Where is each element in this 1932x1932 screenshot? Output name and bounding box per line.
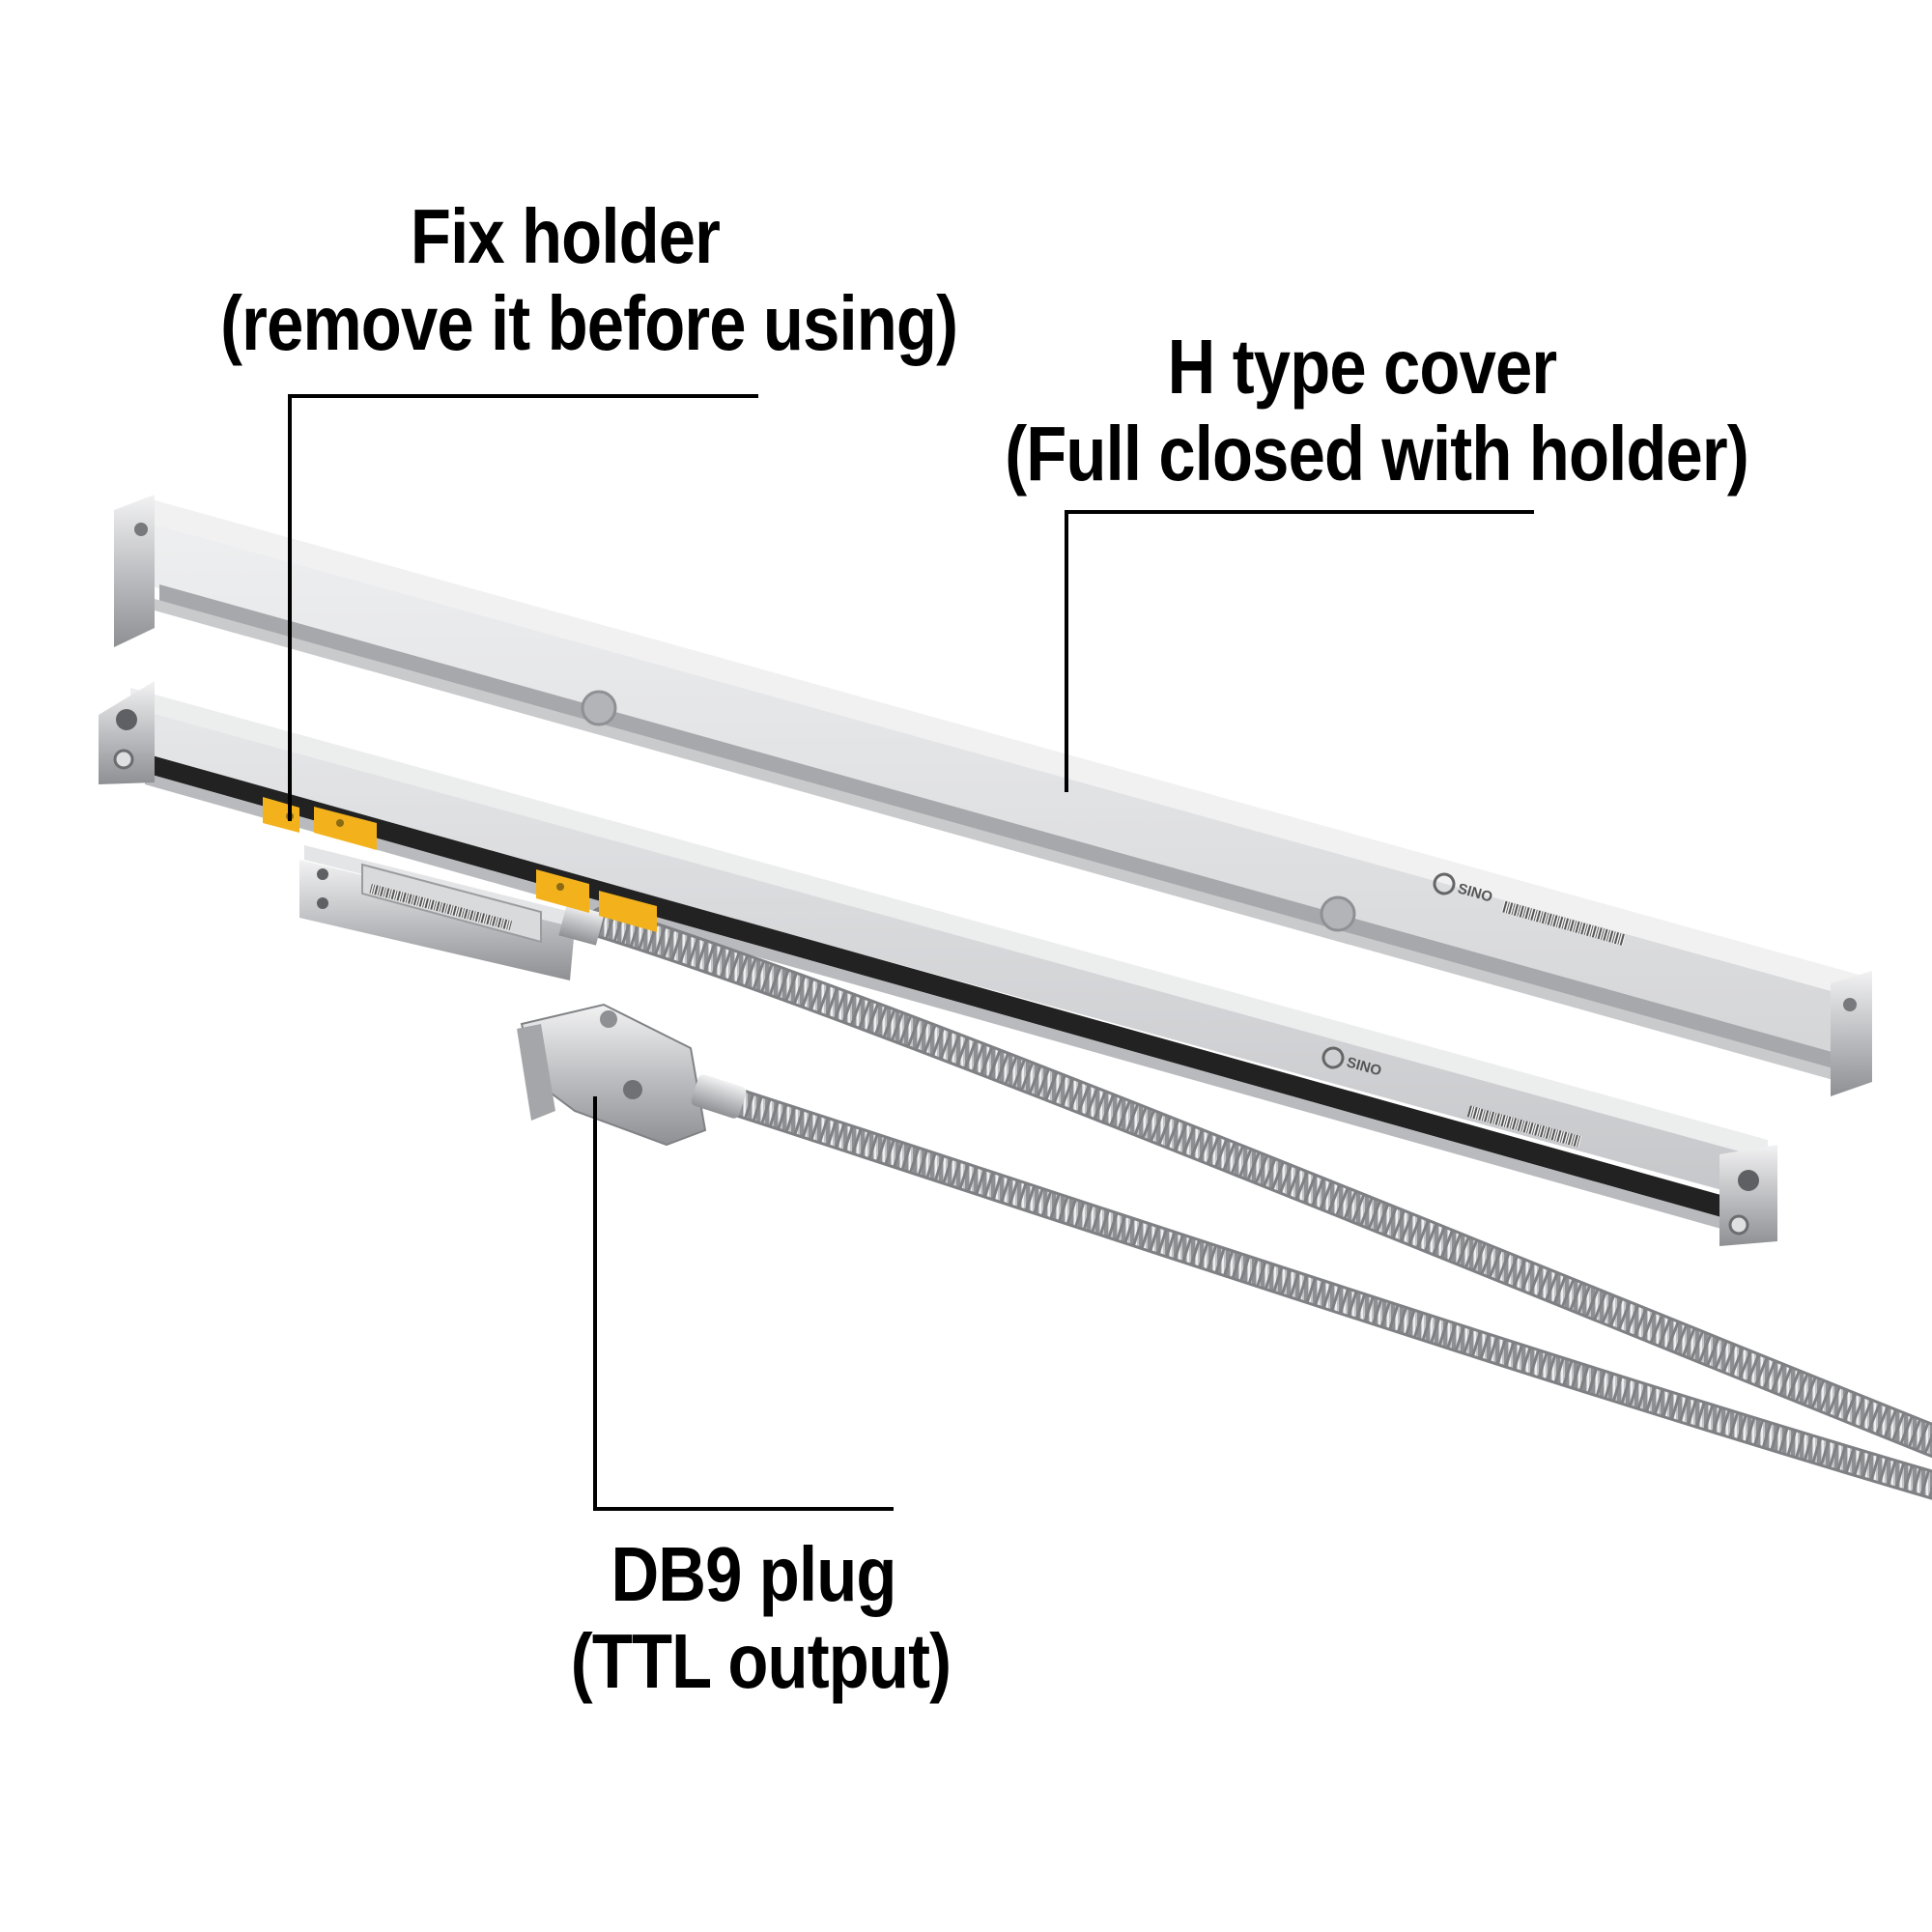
- rubber-seal-strip: [145, 753, 1748, 1225]
- fix-holder-title: Fix holder: [410, 193, 721, 279]
- db9-connector-icon: [517, 1003, 747, 1147]
- cover-mount-hole-2: [1320, 895, 1356, 932]
- fix-holder-screw: [336, 819, 344, 827]
- reading-head-screw: [317, 897, 328, 909]
- fix-holder-leader-line: [288, 394, 758, 821]
- end-block-hole-right: [1728, 1214, 1749, 1236]
- barcode-icon: [1501, 900, 1626, 946]
- reading-head: [299, 845, 605, 980]
- fix-holder-screw: [556, 883, 564, 891]
- sino-logo-icon: [1433, 872, 1456, 895]
- scale-top-face: [130, 688, 1768, 1159]
- h-type-cover: SINO: [114, 495, 1872, 1096]
- end-block-screw-left: [116, 709, 137, 730]
- reading-head-screw: [317, 868, 328, 880]
- cover-screw-left: [134, 523, 148, 536]
- fix-holder-note: (remove it before using): [220, 279, 958, 366]
- h-type-cover-callout: H type cover (Full closed with holder): [1005, 324, 1749, 497]
- cover-end-cap-right: [1831, 971, 1872, 1096]
- cover-inner-channel: [159, 584, 1835, 1070]
- db9-screw: [623, 1080, 642, 1099]
- end-block-hole-left: [113, 749, 134, 770]
- db9-face: [517, 1024, 555, 1121]
- db9-plug-callout: DB9 plug (TTL output): [570, 1531, 952, 1704]
- db9-plug-note: (TTL output): [570, 1617, 952, 1704]
- fix-holder-callout: Fix holder (remove it before using): [220, 193, 958, 366]
- db9-ferrule: [691, 1074, 747, 1119]
- barcode-icon: [369, 883, 513, 930]
- cover-screw-right: [1843, 998, 1857, 1011]
- cable-strain-relief: [558, 903, 605, 946]
- sino-logo-icon: [1321, 1046, 1345, 1069]
- cover-bottom-lip: [155, 599, 1840, 1082]
- db9-thumbscrew: [600, 1010, 617, 1028]
- db9-plug-leader-line: [593, 1096, 894, 1511]
- fix-holder-left-block-b: [314, 807, 377, 850]
- steel-hose-texture: [599, 909, 1932, 1456]
- h-type-cover-note: (Full closed with holder): [1005, 410, 1749, 497]
- scale-end-block-right: [1719, 1145, 1777, 1246]
- db9-plug-title: DB9 plug: [611, 1531, 896, 1617]
- fix-holder-right-block-a: [536, 869, 589, 913]
- fix-holder-right: [536, 869, 657, 932]
- barcode-icon: [1466, 1105, 1582, 1148]
- h-type-cover-leader-line: [1065, 510, 1534, 792]
- cover-front-face: [145, 522, 1869, 1065]
- steel-hose-to-connector-texture: [730, 1090, 1932, 1497]
- cover-mount-hole-1: [581, 690, 617, 726]
- scale-front-face: [130, 707, 1768, 1203]
- end-block-screw-right: [1738, 1170, 1759, 1191]
- h-type-cover-title: H type cover: [1167, 324, 1558, 410]
- scale-end-block-left: [99, 681, 155, 784]
- cover-end-cap-left: [114, 495, 155, 647]
- fix-holder-right-block-b: [599, 891, 657, 932]
